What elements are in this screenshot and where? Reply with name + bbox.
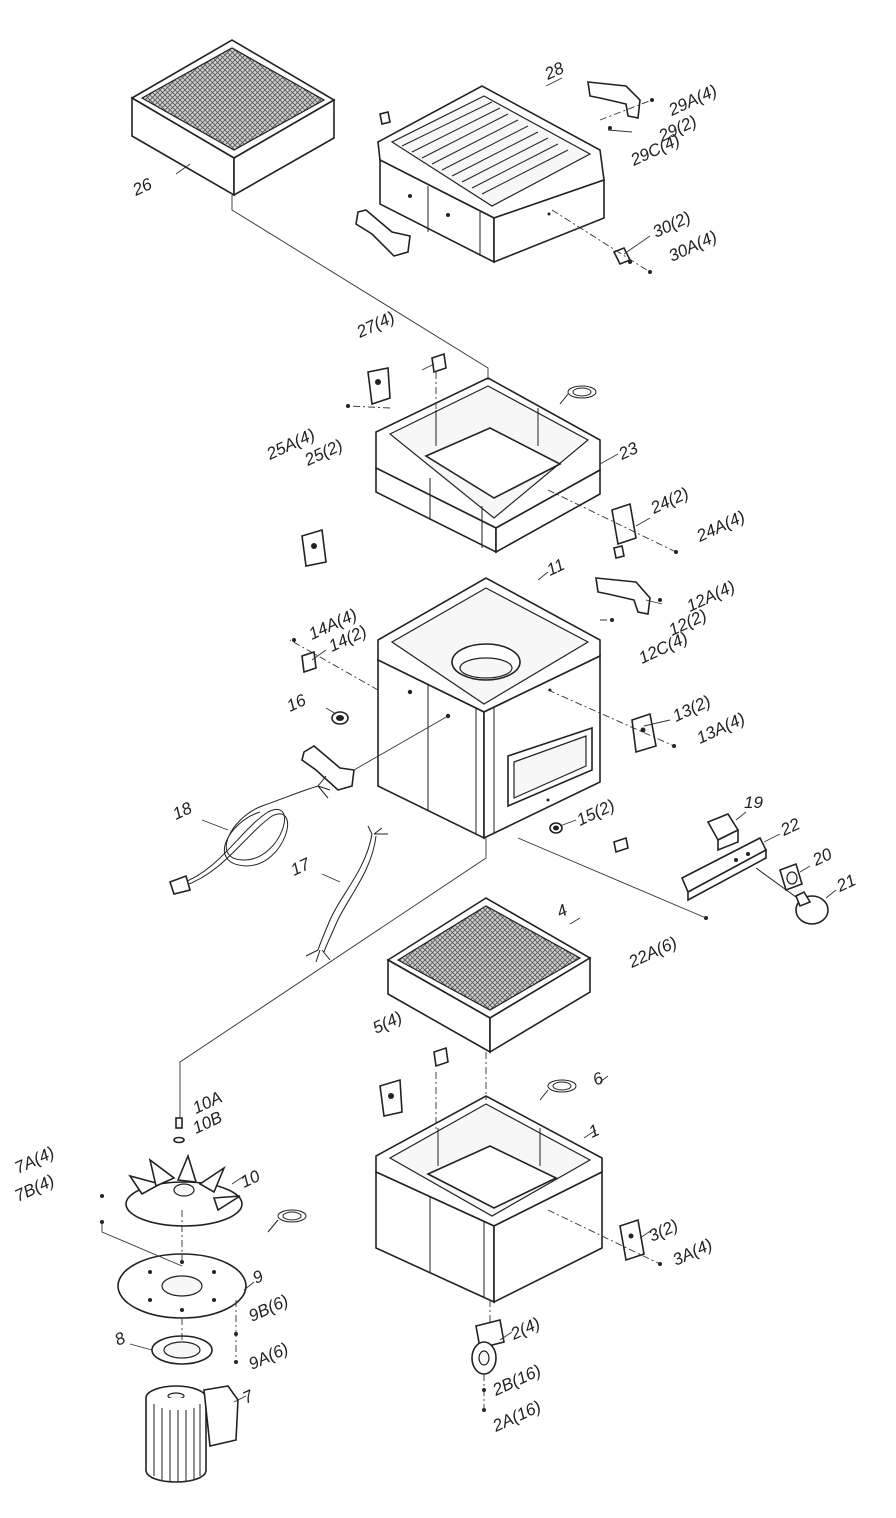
label-28: 28 [541,58,568,84]
latch-1-left [379,1078,403,1117]
spacer-27 [431,352,447,374]
label-24: 24(2) [647,484,692,518]
label-26: 26 [129,174,156,200]
label-27: 27(4) [353,308,398,342]
motor-7 [145,1385,239,1483]
switch-20 [779,862,803,892]
label-7: 7 [240,1386,257,1407]
label-1: 1 [586,1120,603,1141]
grommet-16 [331,711,349,725]
wire-17 [305,825,388,963]
label-2b: 2B(16) [489,1361,544,1400]
label-13: 13(2) [670,692,714,726]
filter-26 [130,39,336,197]
label-4: 4 [554,900,571,921]
latch-25 [367,367,391,406]
label-19: 19 [744,793,763,812]
upper-housing-23 [375,377,601,554]
gasket-coil-23 [559,385,597,405]
ring-8 [151,1335,213,1365]
label-22: 22 [777,814,804,840]
alignment-lines [101,99,707,1412]
clip-14 [301,650,317,674]
label-12c: 12C(4) [636,628,691,667]
clip-28 [379,111,391,125]
caster-2 [471,1319,505,1375]
label-18: 18 [170,798,196,823]
knob-21 [755,867,829,925]
label-17: 17 [288,854,314,879]
spacer-5 [433,1046,449,1068]
label-24a: 24A(4) [693,507,748,546]
latch-3 [619,1218,645,1262]
label-22a: 22A(6) [625,933,680,972]
label-3: 3(2) [646,1216,681,1246]
label-3a: 3A(4) [670,1235,716,1270]
label-20: 20 [809,844,836,870]
grommet-15 [549,822,563,834]
label-7a: 7A(4) [12,1143,58,1178]
label-15: 15(2) [574,796,618,830]
label-29c: 29C(4) [627,130,683,170]
label-13a: 13A(4) [694,709,748,748]
impeller-10 [125,1153,243,1227]
latch-24 [611,502,637,559]
label-21: 21 [833,870,859,896]
power-cord-18 [168,775,331,895]
filter-4 [386,897,592,1054]
label-2: 2(4) [507,1314,543,1344]
label-9a: 9A(6) [246,1339,292,1374]
plate-9 [117,1253,247,1319]
label-16: 16 [284,690,310,715]
base-housing-1 [375,1095,603,1304]
label-30: 30(2) [650,208,694,242]
label-23: 23 [615,438,642,464]
handle-28-left [355,209,411,257]
top-frame-28 [377,85,605,264]
label-9: 9 [250,1266,267,1287]
handle-29 [587,81,641,119]
label-5: 5(4) [370,1008,405,1038]
handle-11-left [301,745,355,791]
label-2a: 2A(16) [489,1397,544,1436]
switch-19 [706,813,740,852]
latch-left-mid [301,528,327,567]
leader-lines [129,77,837,1403]
label-9b: 9B(6) [246,1291,292,1326]
label-10: 10 [238,1166,264,1191]
handle-12 [595,577,651,615]
gasket-6 [539,1079,577,1101]
clip-misc [613,836,629,854]
cabinet-11 [377,577,601,840]
gasket-coil-fan [267,1209,307,1233]
label-8: 8 [112,1328,129,1349]
label-11: 11 [544,555,568,580]
switch-panel-22 [680,836,768,902]
bolt-10a [173,1117,185,1144]
